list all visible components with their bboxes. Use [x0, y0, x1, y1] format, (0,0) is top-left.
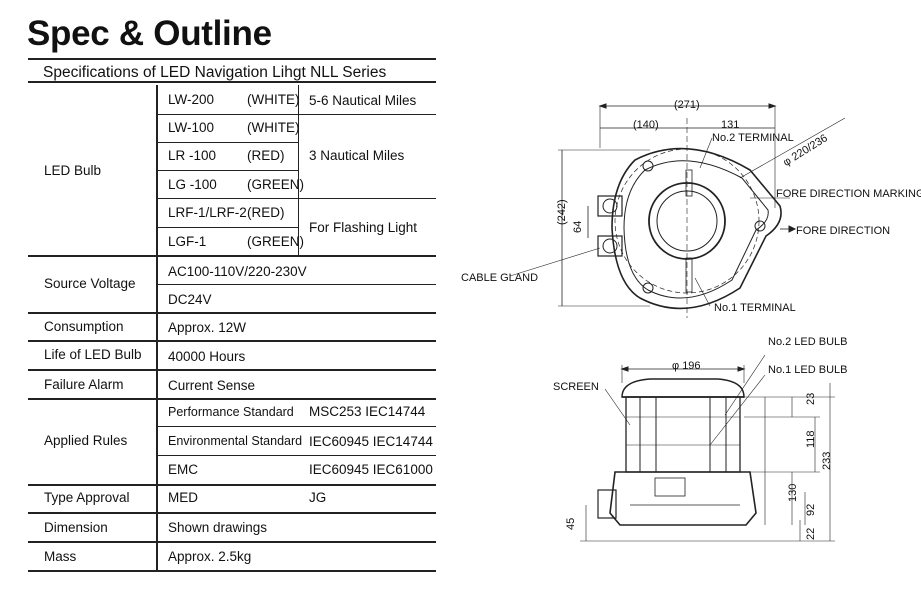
consumption-value: Approx. 12W	[168, 320, 247, 335]
bulb-model: LW-100	[168, 120, 215, 135]
label-fore-direction: FORE DIRECTION	[796, 225, 891, 237]
table-divider	[156, 85, 158, 572]
applied-rules-label: Applied Rules	[44, 433, 128, 448]
label-no2-led: No.2 LED BULB	[768, 336, 848, 348]
section-line	[28, 340, 436, 342]
row-line	[156, 114, 436, 115]
dim-118: 118	[805, 430, 817, 448]
failure-alarm-value: Current Sense	[168, 378, 256, 393]
rule-name: Performance Standard	[168, 405, 294, 419]
dim-22: 22	[805, 527, 817, 540]
bulb-model: LRF-1/LRF-2	[168, 205, 247, 220]
type-approval-label: Type Approval	[44, 490, 130, 505]
side-dim-diameter: φ 196	[672, 360, 701, 372]
rule-value: IEC60945 IEC14744	[309, 434, 433, 449]
failure-alarm-label: Failure Alarm	[44, 377, 124, 392]
source-voltage-value: AC100-110V/220-230V	[168, 264, 307, 279]
dim-45: 45	[565, 517, 577, 530]
dim-23: 23	[805, 392, 817, 405]
label-no2-terminal: No.2 TERMINAL	[712, 132, 794, 144]
bulb-color: (WHITE)	[247, 92, 300, 107]
bulb-color: (RED)	[247, 148, 285, 163]
rule-value: IEC60945 IEC61000	[309, 462, 433, 477]
dim-92: 92	[805, 503, 817, 516]
row-line	[156, 455, 436, 456]
mass-label: Mass	[44, 549, 77, 564]
dimension-value: Shown drawings	[168, 520, 268, 535]
bulb-model: LGF-1	[168, 234, 207, 249]
page-title: Spec & Outline	[27, 14, 272, 53]
label-no1-terminal: No.1 TERMINAL	[714, 302, 796, 314]
row-line	[156, 426, 436, 427]
dim-130: 130	[787, 483, 799, 502]
side-view-drawing	[580, 355, 835, 542]
bulb-color: (GREEN)	[247, 177, 304, 192]
bulb-color: (RED)	[247, 205, 285, 220]
life-value: 40000 Hours	[168, 349, 246, 364]
section-line	[28, 512, 436, 514]
label-cable-gland: CABLE GLAND	[461, 272, 539, 284]
led-bulb-label: LED Bulb	[44, 163, 102, 178]
section-line	[28, 541, 436, 543]
dim-left: (140)	[633, 119, 659, 131]
dim-233: 233	[821, 451, 833, 470]
dim-right: 131	[721, 119, 740, 131]
rule-name: Environmental Standard	[168, 434, 303, 448]
table-subtitle: Specifications of LED Navigation Lihgt N…	[28, 58, 436, 83]
section-line	[28, 255, 436, 257]
bulb-model: LW-200	[168, 92, 215, 107]
bulb-range: 3 Nautical Miles	[309, 148, 405, 163]
table-divider	[298, 85, 299, 256]
mass-value: Approx. 2.5kg	[168, 549, 252, 564]
dim-height: (242)	[556, 199, 568, 225]
bulb-model: LR -100	[168, 148, 217, 163]
dim-inner: 64	[572, 220, 584, 233]
source-voltage-value: DC24V	[168, 292, 212, 307]
life-label: Life of LED Bulb	[44, 347, 142, 362]
section-line	[28, 484, 436, 486]
section-line	[28, 312, 436, 314]
label-no1-led: No.1 LED BULB	[768, 364, 848, 376]
section-line	[28, 369, 436, 371]
row-line	[156, 227, 298, 228]
row-line	[156, 198, 436, 199]
bulb-range: 5-6 Nautical Miles	[309, 93, 417, 108]
bulb-color: (GREEN)	[247, 234, 304, 249]
type-approval-value: JG	[309, 490, 327, 505]
label-fore-marking: FORE DIRECTION MARKING	[776, 188, 921, 200]
label-screen: SCREEN	[553, 381, 599, 393]
section-line	[28, 398, 436, 400]
row-line	[156, 284, 436, 285]
dim-overall: (271)	[674, 99, 700, 111]
row-line	[156, 142, 298, 143]
dimension-label: Dimension	[44, 520, 108, 535]
bulb-model: LG -100	[168, 177, 217, 192]
consumption-label: Consumption	[44, 319, 124, 334]
bulb-color: (WHITE)	[247, 120, 300, 135]
section-line	[28, 570, 436, 572]
top-view-drawing	[509, 103, 846, 318]
type-approval-value: MED	[168, 490, 198, 505]
bulb-range: For Flashing Light	[309, 220, 418, 235]
row-line	[156, 170, 298, 171]
rule-name: EMC	[168, 462, 198, 477]
rule-value: MSC253 IEC14744	[309, 404, 426, 419]
source-voltage-label: Source Voltage	[44, 276, 136, 291]
